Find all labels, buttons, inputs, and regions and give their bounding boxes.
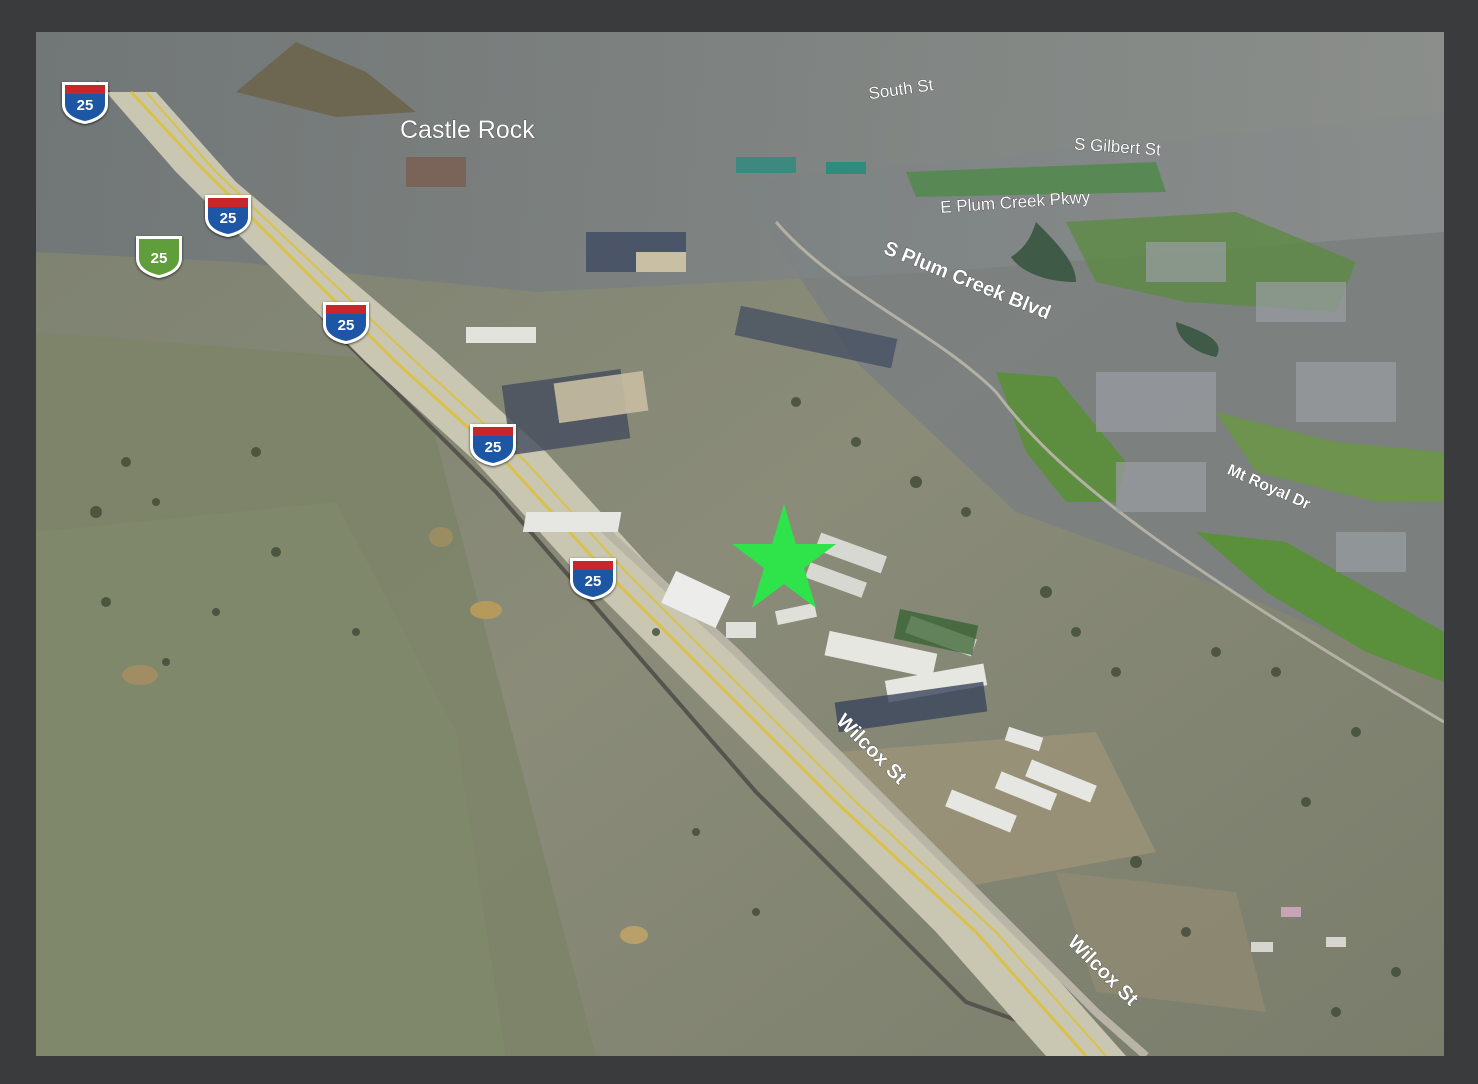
pond bbox=[1011, 222, 1076, 282]
trees bbox=[90, 397, 1401, 1017]
rail-road bbox=[774, 221, 1444, 724]
business-loop-shield-icon: 25 bbox=[136, 236, 182, 278]
i25-lane-marking-2 bbox=[145, 91, 1107, 1056]
golf-course-3 bbox=[1216, 412, 1444, 502]
commercial-buildings bbox=[406, 157, 898, 456]
i25-shield-label: 25 bbox=[585, 573, 602, 590]
i25-shield-label: 25 bbox=[220, 210, 237, 227]
golf-course-1 bbox=[996, 372, 1126, 502]
satellite-map[interactable]: 25 25 25 25 bbox=[36, 32, 1444, 1056]
houses bbox=[1096, 242, 1406, 572]
golf-course-2 bbox=[1196, 532, 1444, 682]
star-marker-icon[interactable] bbox=[732, 504, 836, 608]
i25-shield-icon: 25 bbox=[470, 424, 516, 466]
business-park bbox=[522, 512, 1097, 833]
i25-shield-icon: 25 bbox=[205, 195, 251, 237]
pond-2 bbox=[1176, 322, 1219, 357]
i25-shield-label: 25 bbox=[338, 317, 355, 334]
ranch-buildings bbox=[1251, 907, 1346, 952]
city-label: Castle Rock bbox=[400, 116, 535, 144]
green-area bbox=[906, 162, 1166, 197]
wilcox-st-road bbox=[593, 519, 1149, 1056]
small-pond-1 bbox=[429, 527, 453, 547]
small-pond-2 bbox=[470, 601, 502, 619]
hill bbox=[236, 42, 416, 117]
small-pond-3 bbox=[122, 665, 158, 685]
i25-shield-icon: 25 bbox=[570, 558, 616, 600]
grassland-area-2 bbox=[36, 502, 506, 1056]
i25-shield-icon: 25 bbox=[323, 302, 369, 344]
i25-shield-label: 25 bbox=[77, 97, 94, 114]
map-svg: 25 25 25 25 bbox=[36, 32, 1444, 1056]
dirt-field bbox=[1056, 872, 1266, 1012]
i25-shield-icon: 25 bbox=[62, 82, 108, 124]
i25-shield-label: 25 bbox=[485, 439, 502, 456]
bl25-shield-label: 25 bbox=[151, 250, 168, 267]
small-pond-4 bbox=[620, 926, 648, 944]
